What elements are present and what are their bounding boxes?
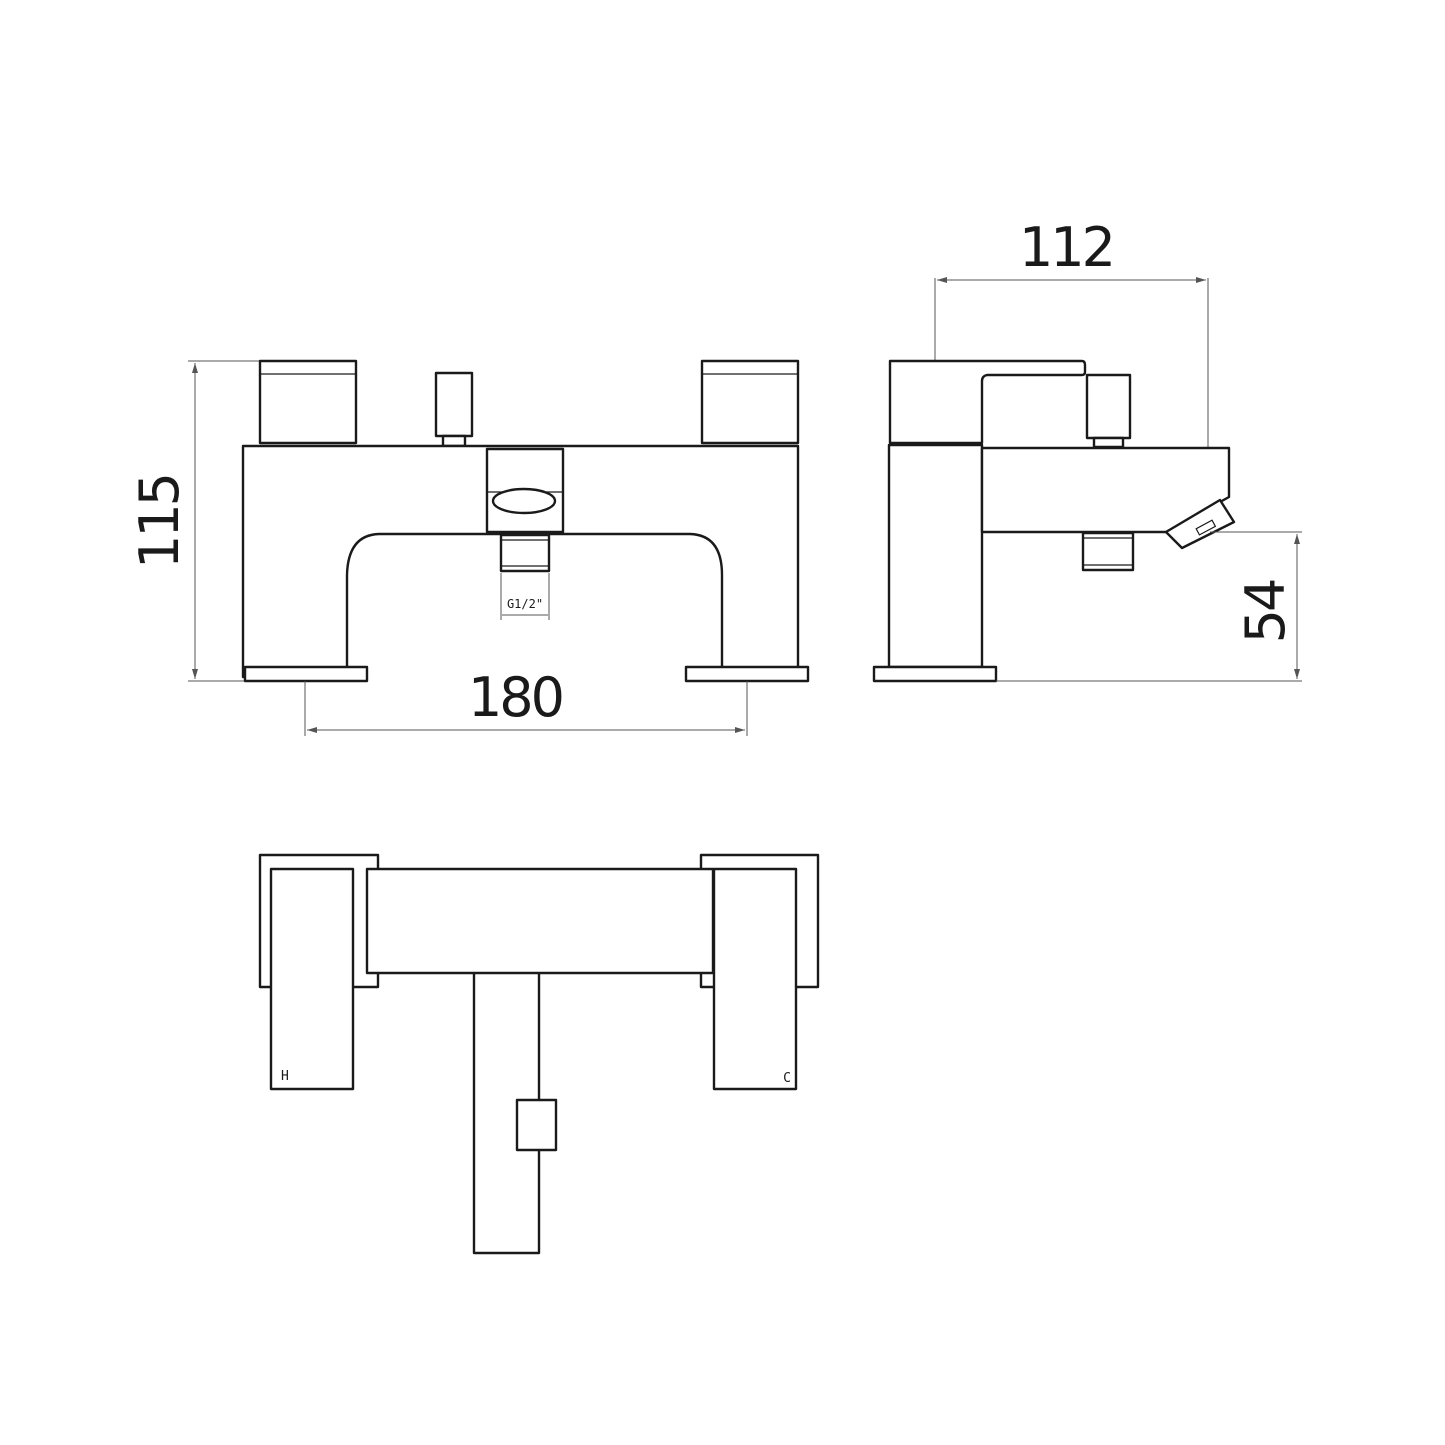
diverter-knob — [434, 371, 474, 438]
thread-label: G1/2" — [507, 597, 543, 611]
aerator-slot — [1195, 519, 1217, 536]
top-view: H C — [258, 853, 820, 1255]
side-lever — [888, 359, 1087, 445]
right-base-plate — [684, 665, 810, 683]
cold-label: C — [783, 1071, 791, 1086]
height-label: 115 — [128, 475, 191, 569]
hot-lever — [269, 867, 355, 1091]
side-base-plate — [872, 665, 998, 683]
hot-label: H — [281, 1069, 289, 1084]
outlet-ellipse — [491, 487, 557, 515]
shower-outlet-thread — [499, 533, 551, 573]
diverter-stem — [441, 434, 467, 448]
spout-height-label: 54 — [1234, 580, 1297, 643]
spacing-label: 180 — [468, 666, 562, 729]
side-column — [887, 443, 984, 669]
side-diverter-stem — [1092, 436, 1125, 449]
cold-lever — [712, 867, 798, 1091]
depth-label: 112 — [1019, 216, 1113, 279]
cold-handle — [700, 359, 800, 445]
top-diverter-square — [515, 1098, 558, 1152]
side-diverter-knob — [1085, 373, 1132, 440]
side-outlet-thread — [1081, 531, 1135, 572]
side-view: 112 54 — [872, 216, 1302, 683]
hot-handle — [258, 359, 358, 445]
aerator — [1164, 498, 1236, 550]
left-base-plate — [243, 665, 369, 683]
front-view: 115 G1/2" 180 — [128, 359, 810, 736]
top-body — [365, 867, 715, 975]
